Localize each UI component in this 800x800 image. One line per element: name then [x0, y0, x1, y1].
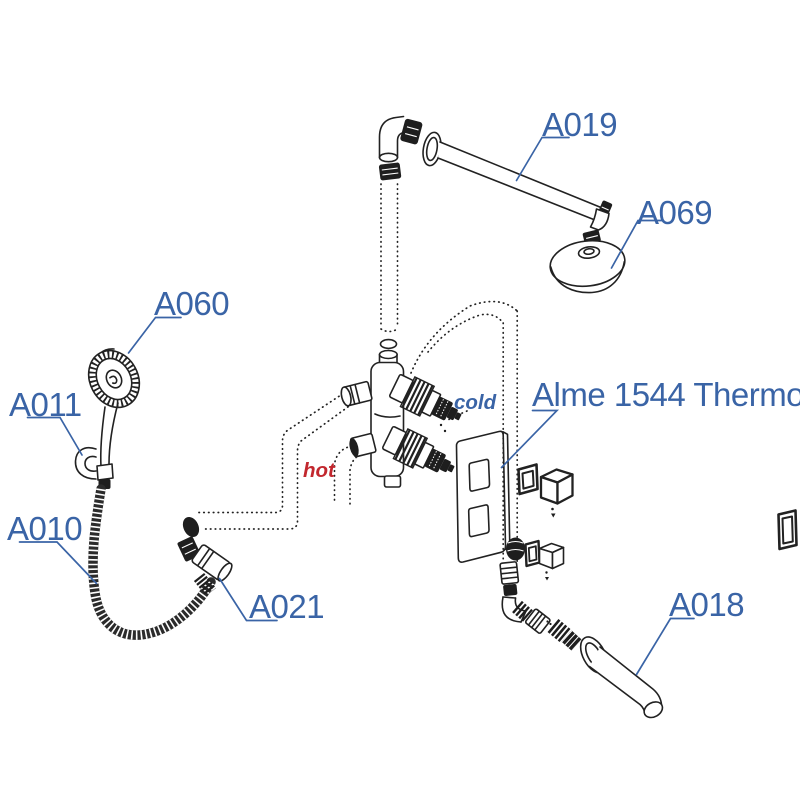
overhead-shower-a069: [549, 239, 626, 294]
valve-o-ring: [379, 338, 398, 350]
escutcheon-upper: [517, 463, 539, 496]
label-a060: A060: [154, 285, 229, 322]
faceplate-hole-upper: [468, 458, 491, 492]
leader-a010: [18, 541, 98, 585]
valve-cartridge-lower: [382, 426, 455, 473]
valve-inlet-port-upper: [340, 380, 373, 407]
shower-holder-a011: [74, 446, 97, 480]
outlet-elbow-a021: [177, 536, 233, 597]
shower-arm-tube: [437, 141, 602, 222]
valve-bottom-stub: [383, 475, 402, 488]
thermostatic-valve: [340, 338, 462, 488]
label-cold-supply: cold: [454, 391, 497, 414]
tub-spout-a018: [588, 646, 664, 719]
escutcheon-right: [777, 509, 798, 551]
label-a010: A010: [7, 510, 82, 547]
faceplate-alme-1544: [455, 430, 511, 563]
riser-nut: [378, 162, 402, 181]
label-a021: A021: [249, 588, 324, 625]
leader-lines: [18, 136, 695, 676]
leader-a021: [218, 577, 278, 622]
label-thermostat-model: Alme 1544 Thermo: [532, 376, 800, 413]
hand-shower-supply-pipe-dotted: [182, 390, 353, 538]
label-a018: A018: [669, 586, 744, 623]
leader-thermo: [500, 409, 560, 469]
spout-connection-chain: [499, 561, 582, 651]
leader-a011: [26, 416, 83, 456]
label-a019: A019: [542, 106, 617, 143]
hand-shower-handle: [96, 402, 119, 489]
cartridge-knob-lower: [506, 537, 525, 561]
valve-cartridge-upper: [389, 374, 462, 421]
leader-a018: [635, 617, 695, 676]
label-hot-supply: hot: [303, 459, 336, 482]
leader-a019: [515, 136, 570, 182]
hand-shower-a060: [87, 348, 141, 489]
supply-pipe-hot-dotted: [333, 445, 366, 505]
handle-cube-lower: [538, 542, 565, 581]
spout-feed-pipe-dotted: [502, 310, 519, 563]
leader-a060: [127, 316, 182, 354]
supply-pipe-cold-dotted: [410, 300, 519, 374]
shower-hose-a010: [88, 484, 216, 640]
label-a011: A011: [9, 386, 82, 423]
escutcheon-lower: [524, 539, 541, 568]
handle-cube-upper: [539, 468, 574, 518]
riser-pipe-dotted: [380, 183, 399, 333]
valve-inlet-port-lower: [349, 432, 377, 458]
leader-a069: [610, 219, 663, 269]
label-a069: A069: [637, 194, 712, 231]
faceplate-hole-lower: [467, 504, 490, 538]
wall-elbow-fitting: [378, 115, 423, 163]
